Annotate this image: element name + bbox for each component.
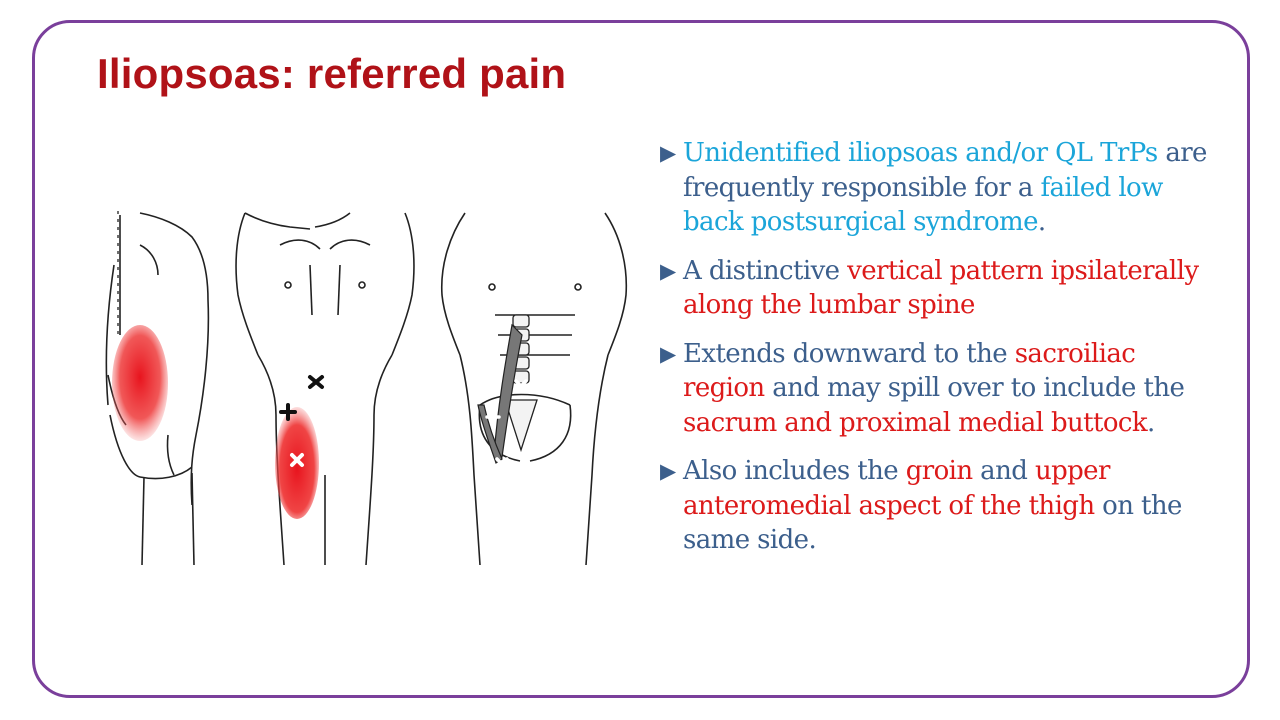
bullet-seg: upper anteromedial aspect of the thigh bbox=[683, 456, 1110, 521]
right-triangle-icon: ▶ bbox=[660, 341, 676, 366]
bullet-item: ▶ Unidentified iliopsoas and/or QL TrPs … bbox=[660, 136, 1220, 240]
bullet-seg: on the same side. bbox=[683, 490, 1182, 556]
right-triangle-icon: ▶ bbox=[660, 141, 676, 165]
bullet-list: ▶ Unidentified iliopsoas and/or QL TrPs … bbox=[660, 136, 1220, 572]
bullet-seg: Extends downward to the bbox=[683, 338, 1015, 369]
bullet-item: ▶ Extends downward to the sacroiliac reg… bbox=[660, 337, 1220, 441]
bullet-seg: . bbox=[1147, 407, 1155, 438]
bullet-seg: failed low back postsurgical syndrome bbox=[683, 172, 1163, 238]
trigger-point-marks-skeletal bbox=[485, 379, 528, 471]
bullet-seg: and may spill over to include the bbox=[764, 373, 1185, 403]
bullet-seg: and bbox=[972, 456, 1035, 486]
bullet-item: ▶ Also includes the groin and upper ante… bbox=[660, 454, 1220, 558]
bullet-seg: A distinctive bbox=[683, 255, 848, 286]
bullet-seg: sacroiliac region bbox=[683, 338, 1136, 404]
slide-frame bbox=[32, 20, 1250, 698]
bullet-seg: Unidentified iliopsoas and/or QL TrPs bbox=[683, 138, 1158, 168]
bullet-seg: Also includes the bbox=[683, 456, 906, 486]
trigger-point-marks-front bbox=[279, 375, 324, 467]
bullet-seg: . bbox=[1037, 207, 1046, 237]
bullet-seg: vertical pattern ipsilaterally along the… bbox=[683, 255, 1199, 321]
skeletal-view-figure bbox=[440, 212, 628, 566]
anatomy-illustration bbox=[100, 205, 640, 580]
front-view-figure bbox=[235, 212, 415, 566]
right-triangle-icon: ▶ bbox=[660, 258, 676, 283]
thigh-pain-zone bbox=[275, 407, 319, 519]
bullet-seg: are frequently responsible for a bbox=[683, 138, 1207, 203]
bullet-seg: sacrum and proximal medial buttock bbox=[683, 407, 1148, 438]
psoas-muscle bbox=[477, 323, 523, 464]
bullet-seg: groin bbox=[905, 456, 973, 486]
slide-title: Iliopsoas: referred pain bbox=[97, 50, 567, 97]
bullet-item: ▶ A distinctive vertical pattern ipsilat… bbox=[660, 254, 1220, 323]
right-triangle-icon: ▶ bbox=[660, 459, 676, 483]
back-pain-zone bbox=[112, 325, 168, 441]
